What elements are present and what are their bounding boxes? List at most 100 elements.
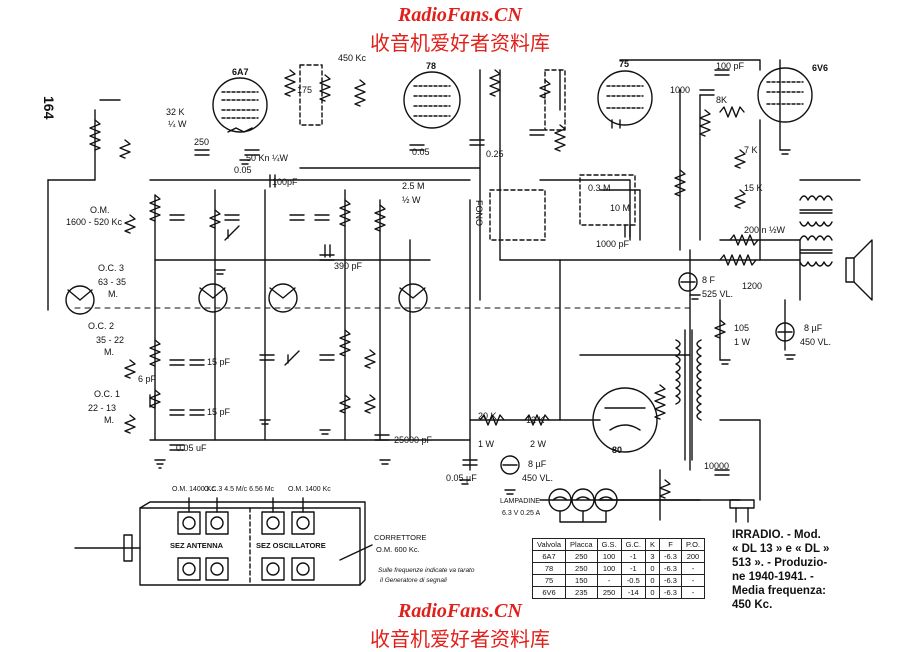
label-10m: 10 M <box>610 203 631 213</box>
label-half-w: ½ W <box>402 195 421 205</box>
label-20k: 20 K <box>478 411 497 421</box>
col-f: F <box>659 538 682 551</box>
table-cell: 250 <box>565 562 598 575</box>
label-525vl: 525 VL. <box>702 289 734 299</box>
tube-6a7 <box>212 77 268 133</box>
table-cell: -14 <box>620 586 647 599</box>
label-fono: FONO <box>474 200 484 226</box>
label-lamp-rating: 6.3 V 0.25 A <box>502 510 541 517</box>
table-cell: 75 <box>531 574 567 587</box>
label-lampadine: LAMPADINE <box>500 498 540 505</box>
label-om: O.M. <box>90 205 110 215</box>
table-cell: 250 <box>565 550 598 563</box>
label-005uf: 0.05 uF <box>176 443 207 453</box>
label-175: 175 <box>297 85 313 95</box>
label-8k: 8K <box>716 95 728 105</box>
table-cell: - <box>680 562 706 575</box>
label-450vl: 450 VL. <box>800 337 832 347</box>
label-correttore: CORRETTORE <box>374 533 427 542</box>
table-cell: 6A7 <box>531 550 567 563</box>
label-250: 250 <box>194 137 210 147</box>
label-390pf: 390 pF <box>334 261 363 271</box>
tube-6v6 <box>757 67 813 123</box>
label-10000: 10000 <box>704 461 730 471</box>
table-cell: 0 <box>644 586 661 599</box>
valve-voltage-table: Valvola Placca G.S. G.C. K F P.O. 6A7 25… <box>531 538 706 599</box>
col-placca: Placca <box>565 538 598 551</box>
tube-label-6a7: 6A7 <box>232 67 249 77</box>
label-1200: 1200 <box>742 281 763 291</box>
label-105: 105 <box>734 323 750 333</box>
watermark-subtitle: 收音机爱好者资料库 <box>370 31 550 55</box>
table-cell: -0.5 <box>620 574 647 587</box>
label-1000pf: 1000 pF <box>596 239 630 249</box>
label-panel-om1: O.M. 1400 Kc. <box>172 486 217 493</box>
label-8uf: 8 µF <box>804 323 823 333</box>
label-1w: 1 W <box>734 337 751 347</box>
label-100pf-top: 100 pF <box>716 61 745 71</box>
tube-80 <box>592 387 658 453</box>
table-cell: 100 <box>596 562 622 575</box>
table-cell: 100 <box>596 550 622 563</box>
label-m-2: M. <box>104 347 114 357</box>
table-cell: -6.3 <box>659 586 682 599</box>
col-gc: G.C. <box>620 538 647 551</box>
table-cell: -1 <box>620 550 647 563</box>
output-transformer <box>799 195 833 267</box>
label-oc3: O.C. 3 <box>98 263 125 273</box>
label-correttore-freq: O.M. 600 Kc. <box>376 545 420 554</box>
speaker <box>845 239 873 301</box>
table-row: 6V6 235 250 -14 0 -6.3 - <box>531 586 706 599</box>
power-transformer <box>675 329 702 461</box>
label-panel-oc3: O.C.3 4.5 M/c 6.56 Mc <box>204 486 275 493</box>
label-25000pf: 25000 pF <box>394 435 433 445</box>
band-switches <box>65 283 428 315</box>
label-oc1-range: 22 - 13 <box>88 403 117 413</box>
label-15pf-b: 15 pF <box>207 407 231 417</box>
label-025: 0.25 <box>486 149 504 159</box>
label-quarter-w: ¼ W <box>168 119 187 129</box>
title-line-1: IRRADIO. - Mod. <box>732 529 821 541</box>
col-gs: G.S. <box>596 538 622 551</box>
watermark-bottom: RadioFans.CN 收音机爱好者资料库 <box>0 600 920 652</box>
watermark-top: RadioFans.CN 收音机爱好者资料库 <box>0 4 920 56</box>
title-line-3: 513 ». - Produzio- <box>732 557 828 569</box>
col-po: P.O. <box>680 538 706 551</box>
label-panel-om2: O.M. 1400 Kc <box>288 486 331 493</box>
tube-label-6v6: 6V6 <box>812 63 829 73</box>
if-transformers <box>299 64 636 241</box>
label-12k: 12 K <box>526 415 545 425</box>
label-7k: 7 K <box>744 145 758 155</box>
table-cell: 150 <box>565 574 598 587</box>
label-450vl-b: 450 VL. <box>522 473 554 483</box>
tube-label-78: 78 <box>426 61 437 71</box>
table-cell: 6V6 <box>531 586 567 599</box>
label-8f: 8 F <box>702 275 716 285</box>
wiring <box>47 59 861 521</box>
label-005: 0.05 <box>234 165 252 175</box>
title-line-2: « DL 13 » e « DL » <box>732 543 830 555</box>
table-cell: -6.3 <box>659 574 682 587</box>
tube-label-75: 75 <box>619 59 630 69</box>
col-valvola: Valvola <box>531 538 567 551</box>
table-cell: 3 <box>644 550 661 563</box>
capacitors <box>149 69 730 476</box>
label-50k: 50 Kn ¼W <box>246 153 289 163</box>
tube-75 <box>597 70 653 129</box>
table-cell: 235 <box>565 586 598 599</box>
label-25m: 2.5 M <box>402 181 425 191</box>
label-om-range: 1600 - 520 Kc <box>66 217 123 227</box>
label-1w-b: 1 W <box>478 439 495 449</box>
label-1000: 1000 <box>670 85 691 95</box>
table-cell: -6.3 <box>659 562 682 575</box>
label-32k: 32 K <box>166 107 185 117</box>
label-200: 200 n ½W <box>744 225 786 235</box>
table-row: 6A7 250 100 -1 3 -6.3 200 <box>531 550 706 563</box>
resistors <box>89 69 759 499</box>
page-number: 164 <box>41 96 57 120</box>
table-cell: - <box>680 574 706 587</box>
pilot-lamps <box>548 488 618 523</box>
table-header-row: Valvola Placca G.S. G.C. K F P.O. <box>531 538 706 551</box>
alignment-panel <box>74 497 373 586</box>
label-005uf-b: 0.05 µF <box>446 473 477 483</box>
